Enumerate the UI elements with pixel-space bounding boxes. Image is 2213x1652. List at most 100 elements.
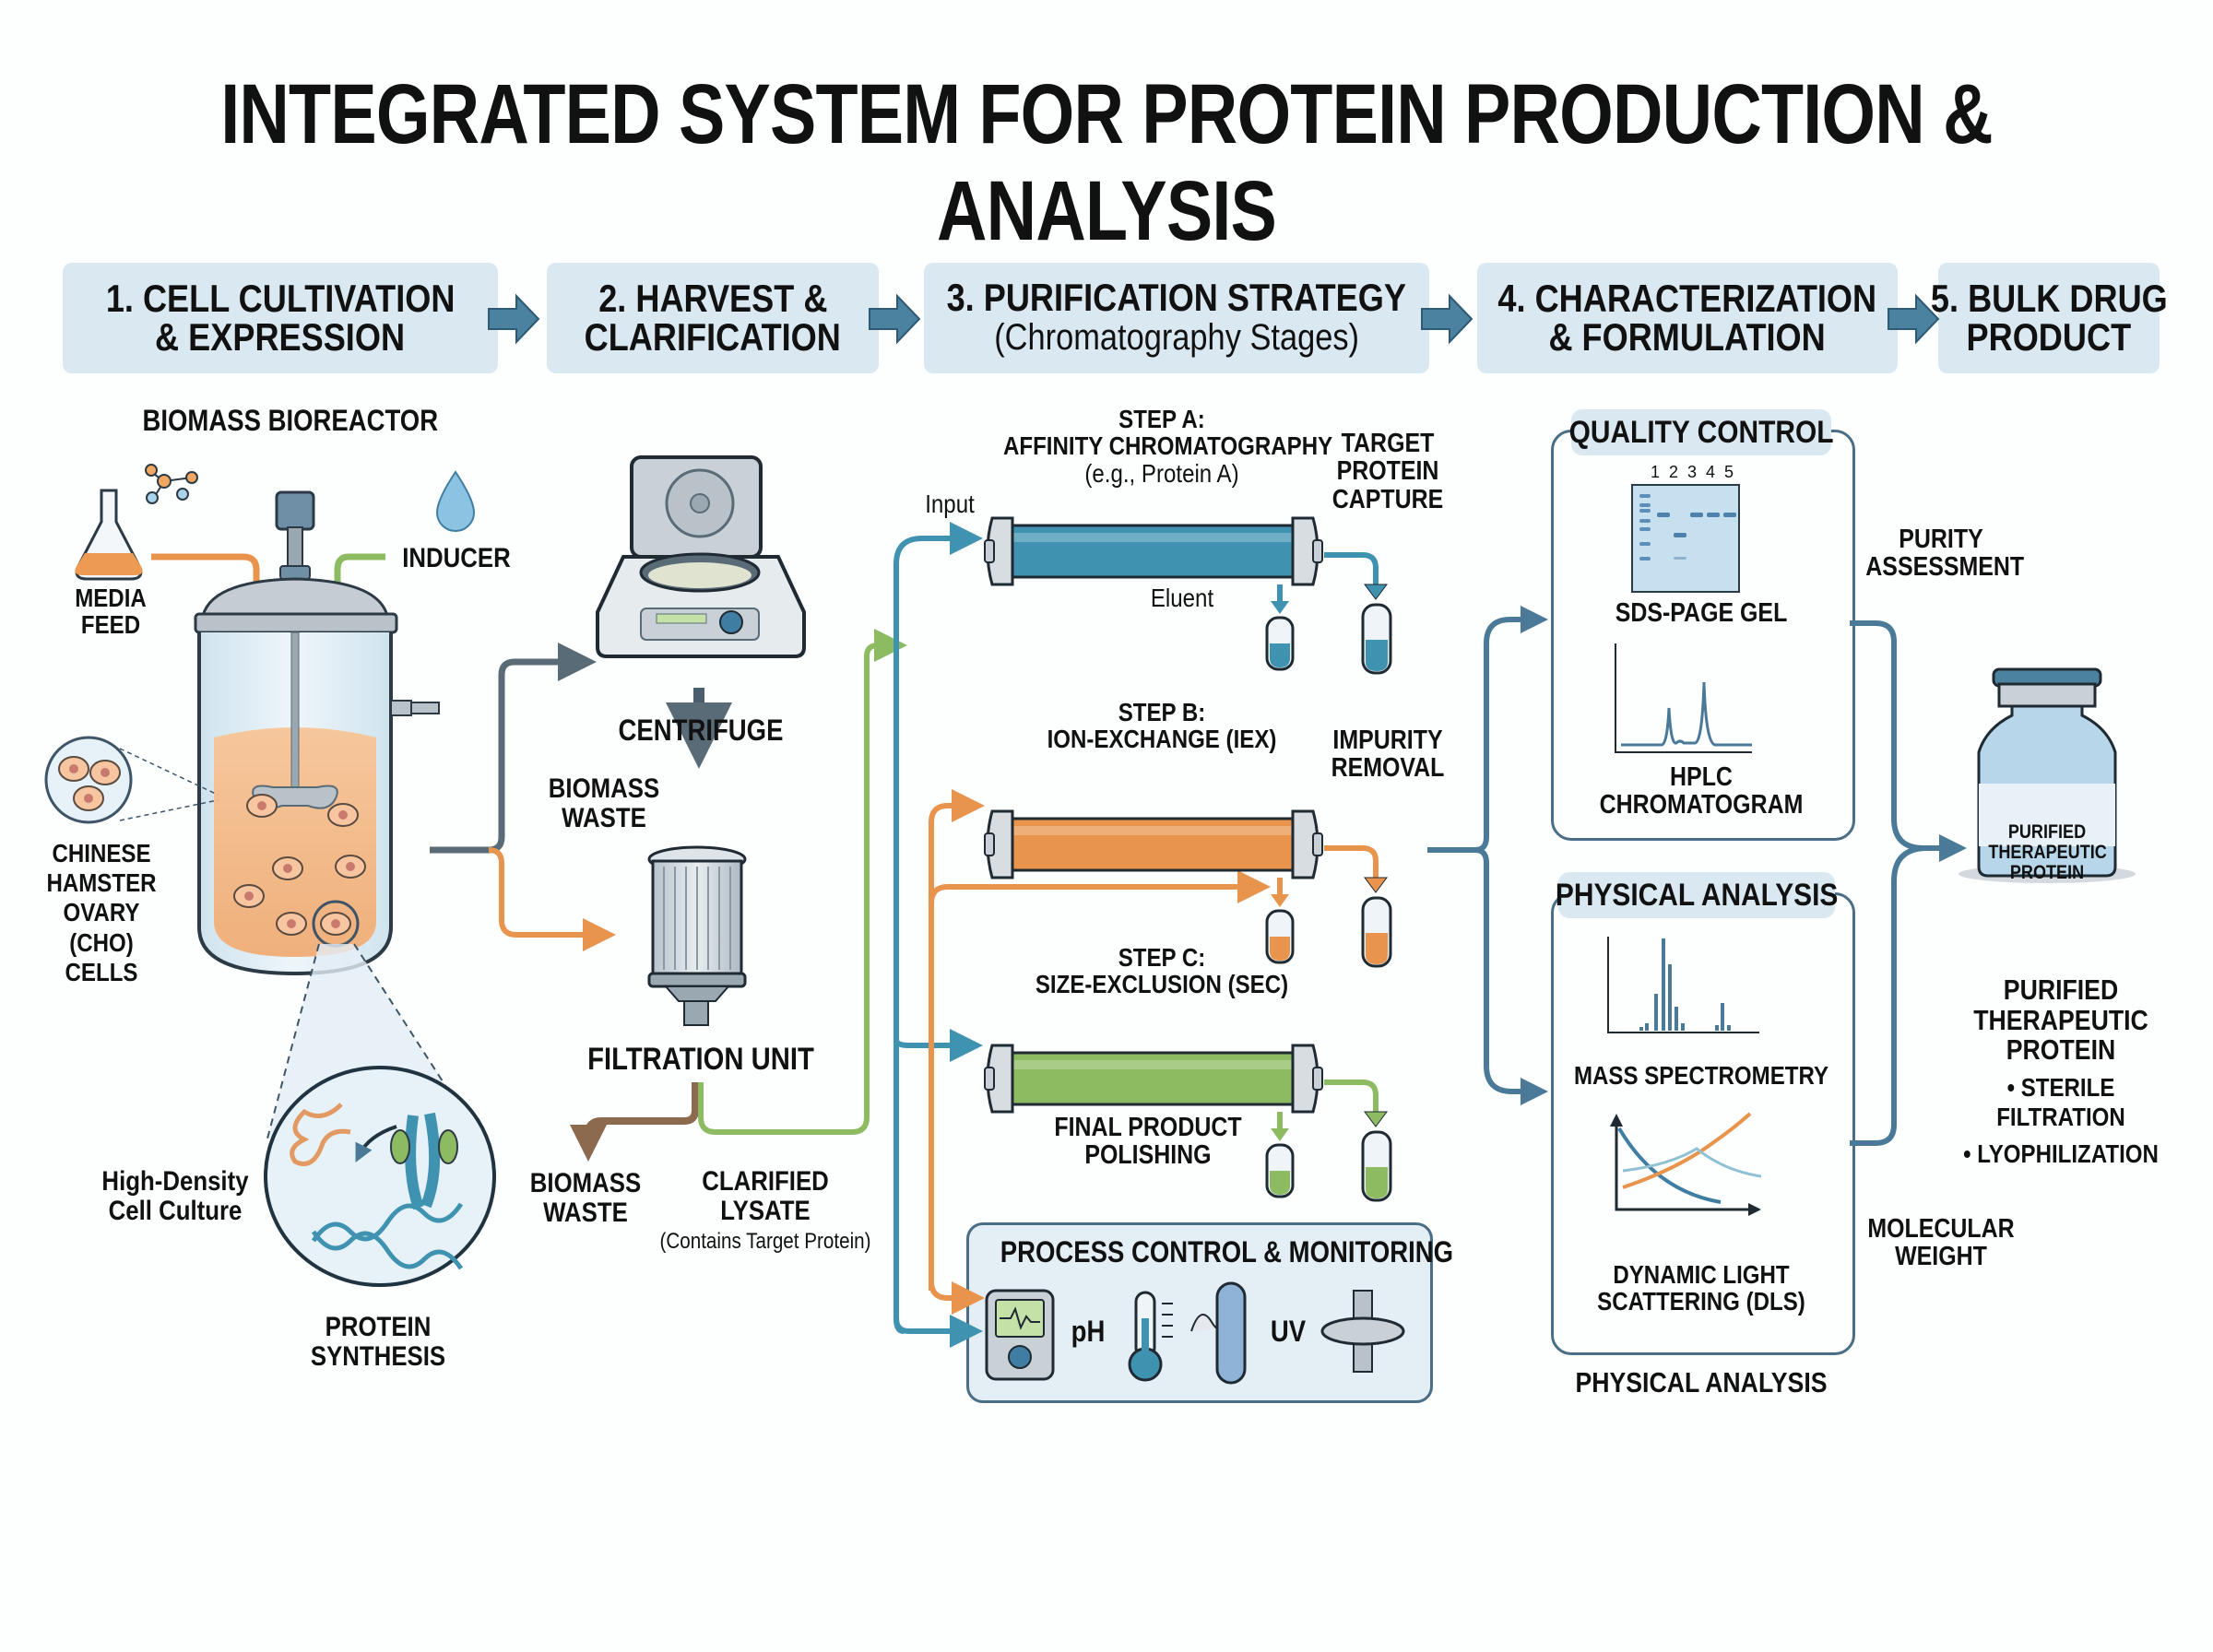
gel-band [1674,533,1686,537]
step-a-outcome-line1: TARGET [1341,429,1435,458]
cho-line4: (CHO) [69,927,134,957]
gel-ladder-band [1639,494,1651,498]
step-c-outcome-line2: POLISHING [1084,1140,1212,1171]
media-feed-line1: MEDIA [75,584,147,612]
eluent-label: Eluent [1150,584,1214,612]
stage-arrow-4 [1888,293,1940,345]
cho-line3: OVARY [63,898,140,927]
dls-plot-icon [1610,1112,1762,1216]
stage-4-line2: & FORMULATION [1548,315,1827,359]
dls-label: DYNAMIC LIGHT SCATTERING (DLS) [1579,1261,1825,1316]
gel-lane-5: 5 [1724,463,1734,481]
uv-label: UV [1270,1315,1307,1348]
gel-label: SDS-PAGE GEL [1615,598,1788,628]
gel-ladder-band [1639,542,1651,546]
culture-line2: Cell Culture [108,1195,243,1226]
product-name-line2: THERAPEUTIC [1973,1003,2148,1036]
step-b-outcome: IMPURITY REMOVAL [1320,726,1455,783]
filtration-label: FILTRATION UNIT [587,1042,814,1077]
hplc-chromatogram-icon [1615,643,1752,753]
physical-to-product-flow [1850,845,1928,1146]
gel-band [1723,513,1736,517]
biomass-waste-label-2: BIOMASS WASTE [527,1169,645,1227]
stage-3-subtitle: (Chromatography Stages) [994,316,1359,358]
molecule-icon [145,464,198,504]
clarified-lysate-label: CLARIFIED LYSATE [694,1167,837,1225]
clarified-line1: CLARIFIED [702,1166,829,1197]
filter-valve-icon [1320,1290,1405,1373]
step-c-outcome: FINAL PRODUCT POLISHING [1049,1114,1248,1170]
flow-orange-to-monitor [929,1280,985,1315]
eluent-tube [1265,1143,1295,1198]
stage-arrow-3 [1421,293,1473,345]
filtration-unit-icon [647,845,747,1026]
hplc-line2: CHROMATOGRAM [1599,790,1804,820]
step-a-label: STEP A: [1118,405,1205,433]
bioreactor-heading: BIOMASS BIOREACTOR [142,404,439,437]
stage-5-header: 5. BULK DRUG PRODUCT [1931,263,2167,373]
bullet-filtration: FILTRATION [1996,1103,2125,1132]
product-bullets: • STERILE FILTRATION • LYOPHILIZATION [1946,1073,2175,1170]
stage-2-line1: 2. HARVEST & [598,277,828,320]
sds-page-gel-icon [1631,484,1740,593]
gel-ladder-band [1639,557,1651,560]
product-name-line1: PURIFIED [2003,974,2119,1006]
stage-2-header: 2. HARVEST & CLARIFICATION [547,263,879,373]
stage-arrow-1 [488,293,540,345]
synthesis-label: PROTEIN SYNTHESIS [299,1313,457,1371]
product-name-line3: PROTEIN [2006,1033,2116,1067]
stage-arrow-2 [869,293,921,345]
clarified-lysate-flow [698,629,907,1135]
stage-1-line1: 1. CELL CULTIVATION [105,277,456,320]
purity-line1: PURITY [1899,525,1983,554]
stage-arrows [488,293,1940,345]
biomass-waste-1-line1: BIOMASS [548,773,660,804]
centrifuge-label: CENTRIFUGE [618,714,784,747]
product-vial-icon [1959,667,2136,883]
purification-outlet-flow-2 [1474,847,1548,1105]
product-tube [1361,1130,1392,1202]
stage-3-line1: 3. PURIFICATION STRATEGY [946,275,1407,319]
step-a-heading: STEP A: AFFINITY CHROMATOGRAPHY (e.g., P… [1003,405,1332,488]
flow-orange-to-tube [929,870,1271,904]
qc-title: QUALITY CONTROL [1569,409,1834,455]
bioreactor-outlet-orange-flow [488,847,616,951]
inducer-arrow [318,553,385,626]
cho-cells-zoom-icon [44,736,219,824]
column-step-a [984,516,1392,675]
gel-lane-2: 2 [1669,463,1679,481]
biomass-waste-2-line2: WASTE [543,1197,628,1228]
stage-1-header: 1. CELL CULTIVATION & EXPRESSION [63,263,498,373]
hplc-line1: HPLC [1670,762,1733,792]
vial-label: PURIFIED THERAPEUTIC PROTEIN [1988,821,2107,884]
physical-title-text: PHYSICAL ANALYSIS [1555,877,1839,913]
centrifuge-icon [596,455,806,658]
gel-lane-4: 4 [1706,463,1716,481]
media-feed-arrow [151,553,276,626]
vial-label-line2: THERAPEUTIC [1988,842,2107,864]
clarified-note: (Contains Target Protein) [659,1229,871,1254]
physical-footer: PHYSICAL ANALYSIS [1575,1366,1828,1398]
stage-5-line2: PRODUCT [1966,315,2132,359]
stage-4-line1: 4. CHARACTERIZATION [1497,277,1877,320]
thermometer-icon [1128,1291,1173,1382]
filter-to-waste-flow [570,1082,699,1162]
step-c-label: STEP C: [1118,943,1206,972]
product-tube [1361,896,1392,968]
step-b-outcome-line1: IMPURITY [1332,726,1443,755]
clarified-line2: LYSATE [720,1195,811,1226]
vial-label-line1: PURIFIED [2007,821,2087,843]
vial-label-line3: PROTEIN [2009,862,2085,884]
cho-line2: HAMSTER [46,868,157,898]
cho-cells-label: CHINESE HAMSTER OVARY (CHO) CELLS [38,839,165,987]
media-feed-label: MEDIA FEED [63,584,158,639]
bioreactor-icon [194,490,440,976]
ph-meter-icon [985,1289,1055,1381]
flow-blue-to-monitor [893,1315,983,1348]
ms-label: MASS SPECTROMETRY [1573,1061,1829,1090]
step-c-name: SIZE-EXCLUSION (SEC) [1035,970,1289,999]
eluent-tube [1265,909,1295,964]
flow-blue-to-step-c [893,1029,983,1062]
